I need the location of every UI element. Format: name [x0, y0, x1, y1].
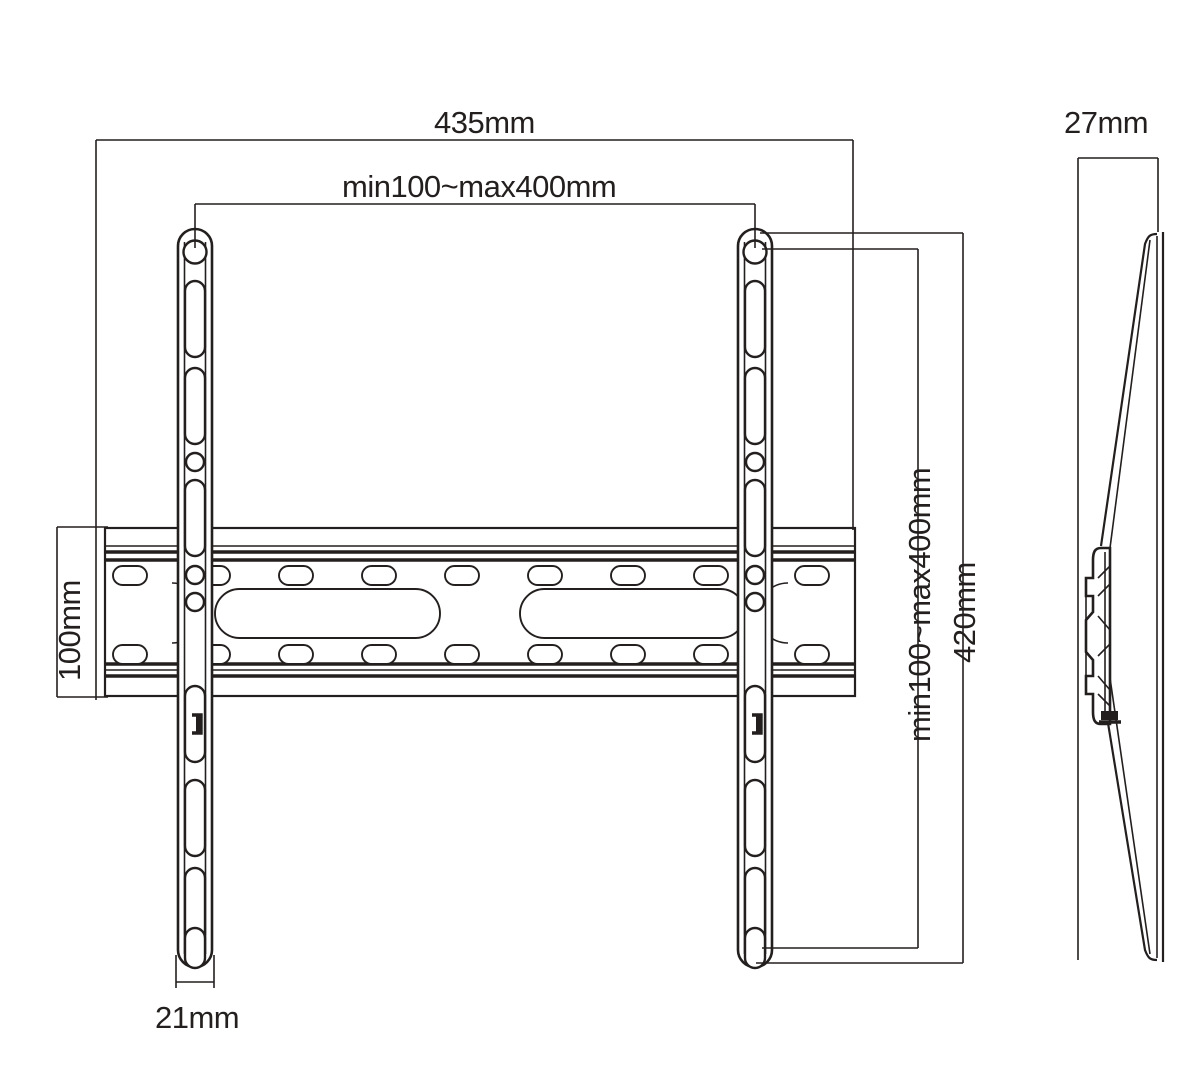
right-vertical-rail — [738, 229, 772, 968]
dimension-label-420mm: 420mm — [947, 562, 982, 663]
left-vertical-rail — [178, 229, 212, 968]
dimension-label-435mm: 435mm — [434, 105, 535, 140]
dimension-vesa-vertical — [762, 248, 919, 949]
dimension-label-vesa-vertical: min100~max400mm — [902, 467, 937, 742]
dimension-label-100mm: 100mm — [52, 580, 87, 681]
dimension-label-27mm: 27mm — [1064, 105, 1149, 140]
side-view — [1084, 232, 1165, 962]
dimension-vesa-horizontal — [194, 203, 756, 248]
dimension-420mm — [756, 232, 964, 964]
dimension-label-vesa-horizontal: min100~max400mm — [342, 169, 617, 204]
dimension-27mm — [1077, 157, 1159, 960]
dimension-435mm — [95, 139, 854, 700]
dimension-label-21mm: 21mm — [155, 1000, 240, 1035]
dimension-21mm — [175, 955, 215, 988]
dimension-100mm — [56, 526, 108, 698]
